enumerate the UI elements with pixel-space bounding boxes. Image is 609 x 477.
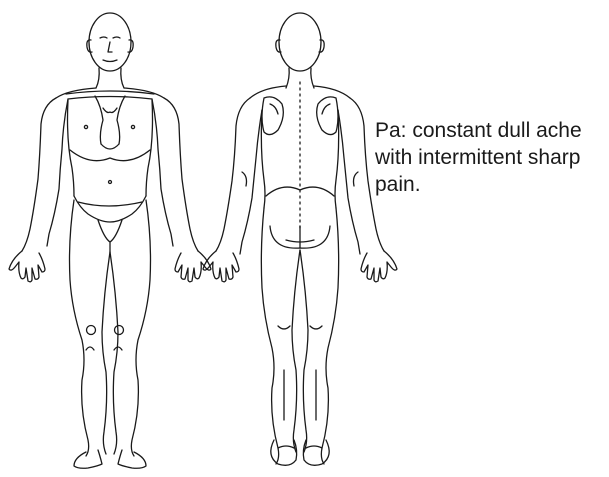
annotation-line-3: pain. [375,171,607,198]
pain-annotation: Pa: constant dull ache with intermittent… [375,117,607,198]
body-back-figure [190,0,410,477]
body-back-outline-icon [190,0,410,477]
annotation-line-1: Pa: constant dull ache [375,117,607,144]
annotation-line-2: with intermittent sharp [375,144,607,171]
